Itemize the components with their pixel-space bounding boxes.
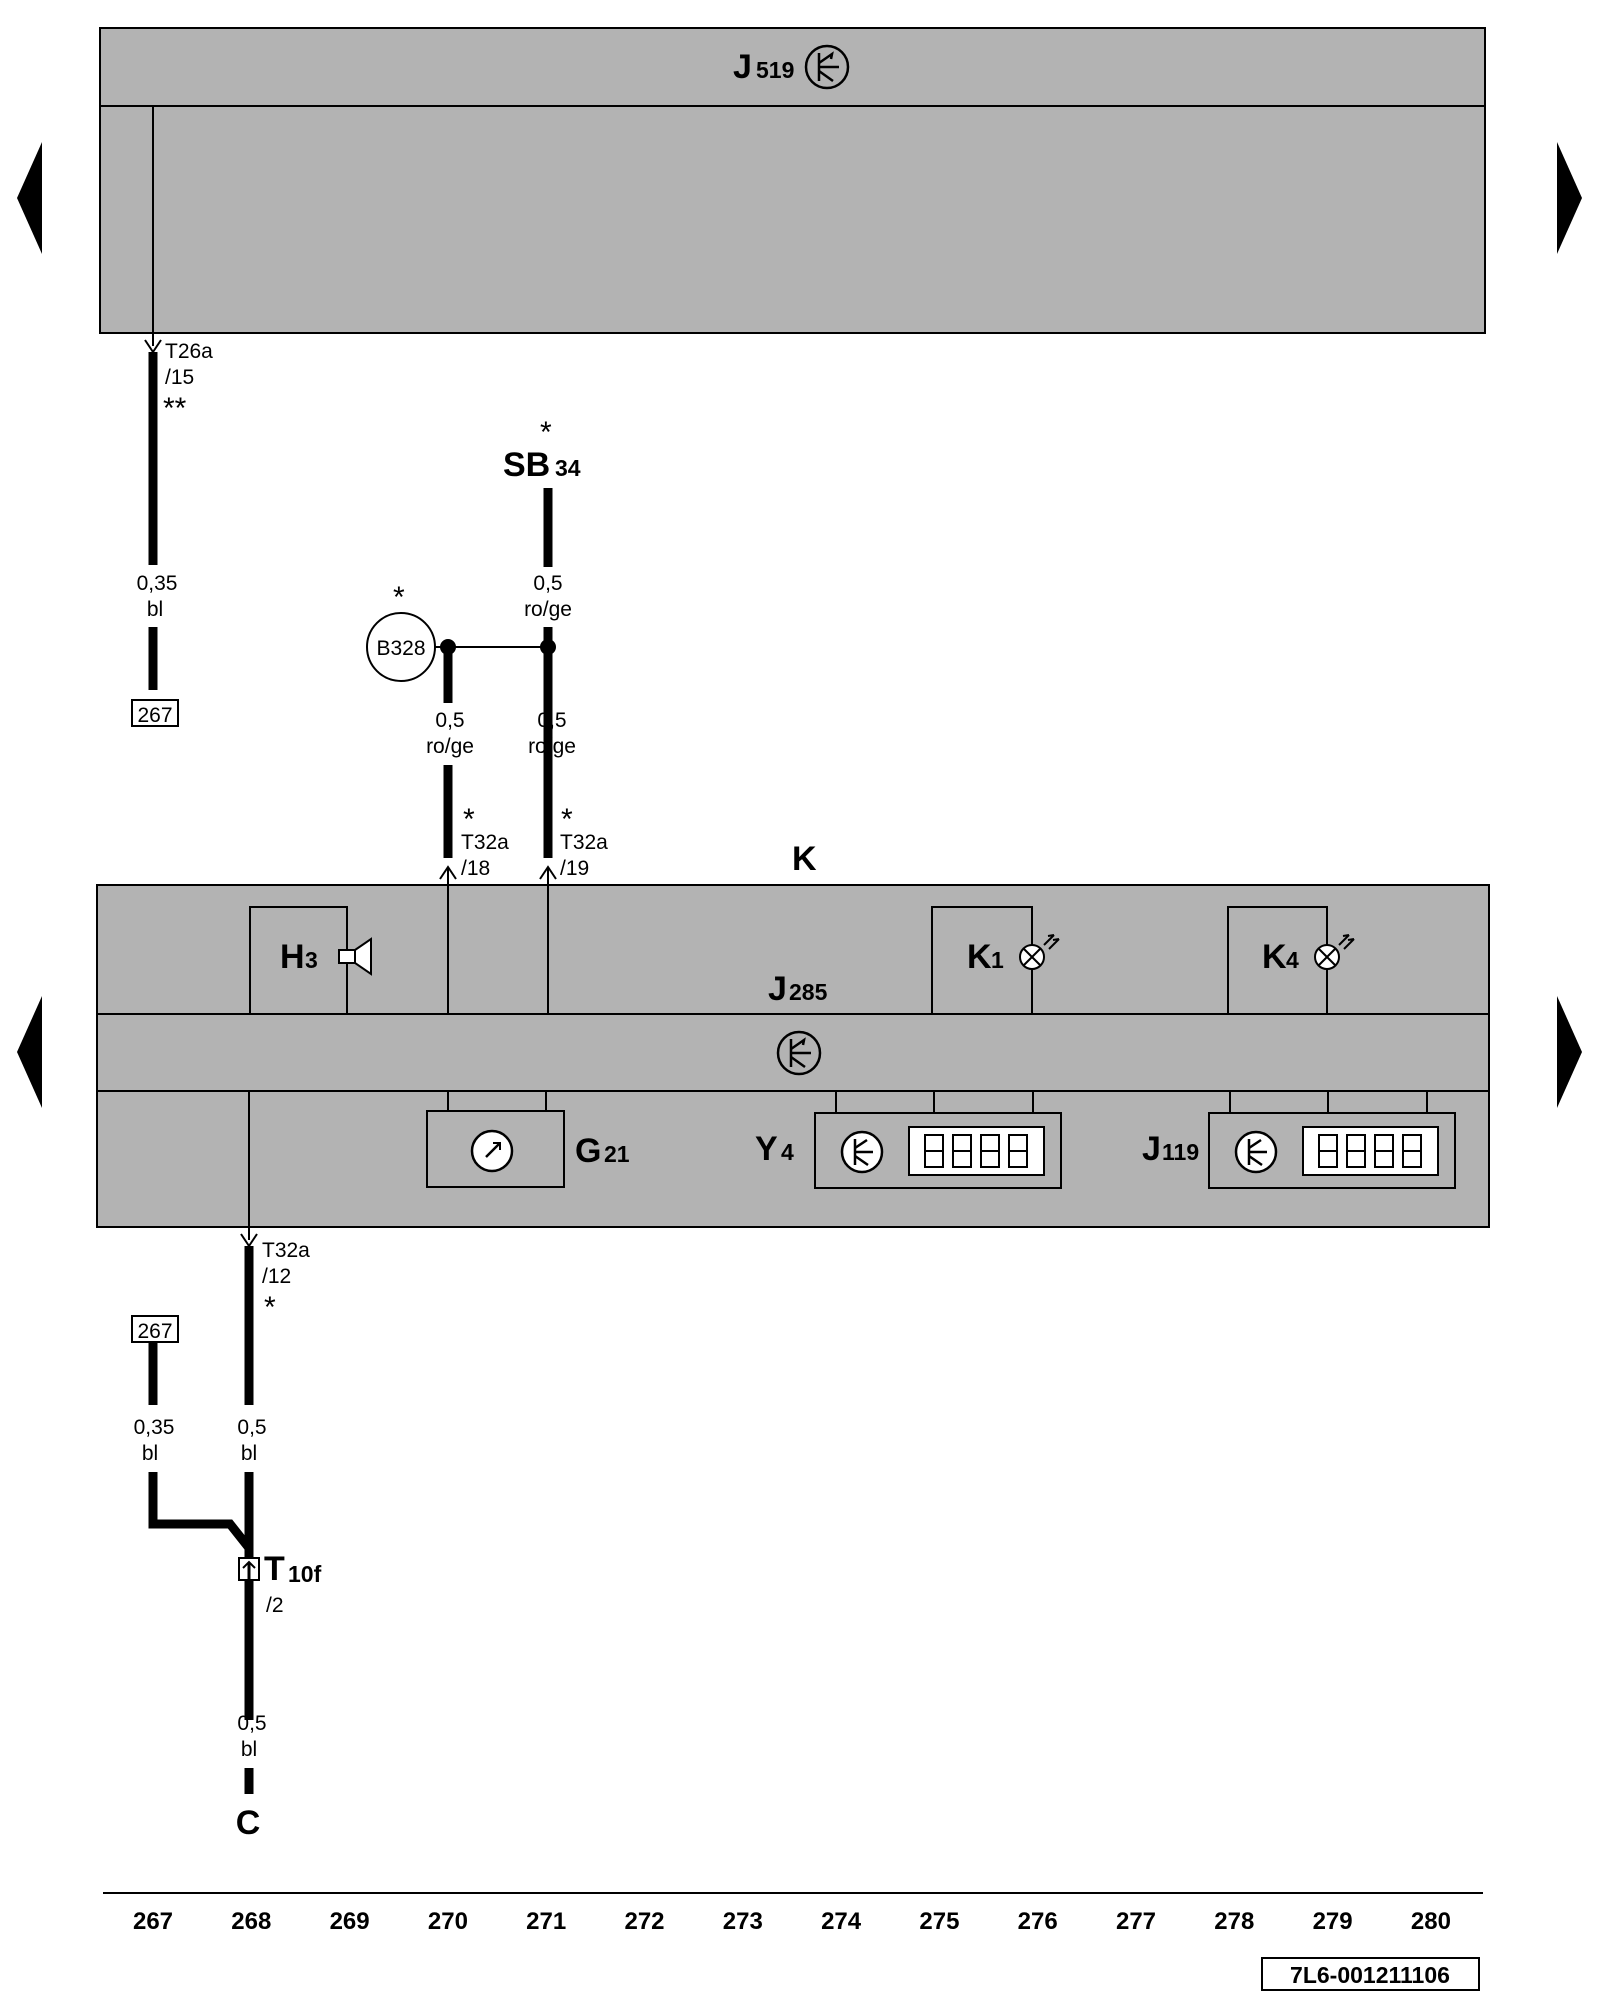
connector-t26a-name: T26a [165,340,213,363]
connector-t32a18-name: T32a [461,831,509,854]
connector-t32a19-name: T32a [560,831,608,854]
connector-t32a19-mark: * [561,803,573,836]
component-y4: Y 4 [755,1091,1062,1189]
t10f-sub: 10f [288,1561,322,1587]
column-number: 272 [624,1908,664,1935]
module-j519: J 519 [99,27,1486,334]
g21-sub: 21 [604,1141,630,1167]
wire-color: bl [241,1442,257,1465]
wire-size: 0,35 [137,572,178,595]
column-number: 279 [1313,1908,1353,1935]
control-unit-icon [1234,1130,1278,1174]
triangle-right-icon[interactable] [1557,996,1582,1108]
column-number: 273 [723,1908,763,1935]
column-number: 276 [1018,1908,1058,1935]
column-number: 278 [1214,1908,1254,1935]
connector-t26a-pin: /15 [165,366,194,389]
triangle-left-icon[interactable] [17,996,42,1108]
column-number: 280 [1411,1908,1451,1935]
k4-sub: 4 [1286,947,1299,973]
control-unit-icon [804,44,850,90]
b328-label: B328 [376,637,425,660]
ref-box-top: 267 [137,704,172,727]
connector-t32a12-pin: /12 [262,1265,291,1288]
b328-mark: * [393,581,405,614]
k1-letter: K [967,938,992,976]
component-h3: H 3 [249,906,372,1014]
warning-lamp-icon [1314,934,1355,970]
fuse-letter: SB [503,446,550,484]
connector-t26a-mark: ** [163,392,187,425]
control-unit-icon [840,1130,884,1174]
component-k4: K 4 [1227,906,1355,1014]
j119-sub: 119 [1162,1139,1199,1165]
connector-t10f: T 10f /2 [238,1550,322,1617]
component-g21: G 21 [426,1091,630,1188]
h3-sub: 3 [305,947,318,973]
j285-letter: J [768,970,787,1008]
b328-connection: * B328 [366,581,436,682]
wire-size: 0,35 [134,1416,175,1439]
fuse-sub: 34 [555,455,581,481]
connector-t32a18-mark: * [463,803,475,836]
wire-color: ro/ge [426,735,474,758]
t10f-pin: /2 [266,1594,284,1617]
wire-size: 0,5 [237,1712,266,1735]
wire-size: 0,5 [537,709,566,732]
triangle-left-icon[interactable] [17,142,42,254]
column-number: 277 [1116,1908,1156,1935]
buzzer-icon [338,937,372,976]
warning-lamp-icon [1019,934,1060,970]
wire-color: bl [147,598,163,621]
module-k-label: K [792,840,817,878]
h3-letter: H [280,938,305,976]
j285-sub: 285 [789,979,828,1005]
ref-box-bottom: 267 [137,1320,172,1343]
k4-letter: K [1262,938,1287,976]
component-j119: J 119 [1142,1091,1456,1189]
column-number: 274 [821,1908,862,1935]
wire-color: bl [142,1442,158,1465]
control-unit-icon [776,1030,822,1076]
digital-display-icon [1302,1126,1439,1176]
digital-display-icon [908,1126,1045,1176]
column-number: 271 [526,1908,566,1935]
y4-letter: Y [755,1130,778,1168]
component-k1: K 1 [931,906,1060,1014]
fuse-sb34: * SB 34 [503,416,581,484]
j519-sub: 519 [756,57,794,83]
wire-color: ro/ge [524,598,572,621]
connector-t32a18-pin: /18 [461,857,490,880]
fuse-mark: * [540,416,552,449]
triangle-right-icon[interactable] [1557,142,1582,254]
gauge-icon [470,1129,514,1173]
g21-letter: G [575,1132,601,1170]
column-number: 270 [428,1908,468,1935]
y4-sub: 4 [781,1139,794,1165]
column-number: 268 [231,1908,271,1935]
t10f-letter: T [264,1550,285,1588]
j119-letter: J [1142,1130,1161,1168]
column-numbers: 267 268 269 270 271 272 273 274 275 276 277 278 279 2… [133,1908,1451,1935]
connector-t32a12-mark: * [264,1291,276,1324]
wire-size: 0,5 [237,1416,266,1439]
column-number: 269 [330,1908,370,1935]
document-id: 7L6-001211106 [1290,1962,1450,1988]
k1-sub: 1 [991,947,1004,973]
column-number: 275 [919,1908,959,1935]
connector-t32a19-pin: /19 [560,857,589,880]
continuation-label: C [236,1804,261,1842]
wire-size: 0,5 [533,572,562,595]
wire-color: ro/ge [528,735,576,758]
wire-size: 0,5 [435,709,464,732]
connector-t32a12-name: T32a [262,1239,310,1262]
wire-t26a-15: T26a /15 ** 0,35 bl 267 [131,106,213,727]
column-number: 267 [133,1908,173,1935]
j519-letter: J [733,48,752,86]
wire-color: bl [241,1738,257,1761]
